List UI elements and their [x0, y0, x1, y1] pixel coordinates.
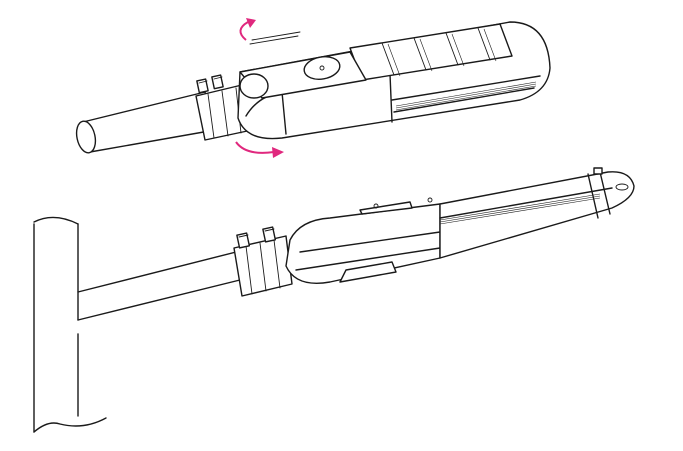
- top-luminaire-housing: [237, 21, 551, 140]
- top-access-cover: [239, 51, 367, 99]
- bottom-luminaire-housing: [285, 167, 635, 284]
- pole: [33, 216, 107, 433]
- bottom-clamp: [233, 226, 293, 297]
- bottom-assembly: [33, 167, 635, 433]
- top-assembly: [75, 18, 551, 158]
- pole-arm: [77, 249, 249, 321]
- top-mounting-pipe: [75, 91, 216, 154]
- top-hinge: [239, 73, 269, 99]
- rotate-arrow-bottom-icon: [235, 141, 284, 158]
- rotate-arrow-top-icon: [239, 18, 301, 45]
